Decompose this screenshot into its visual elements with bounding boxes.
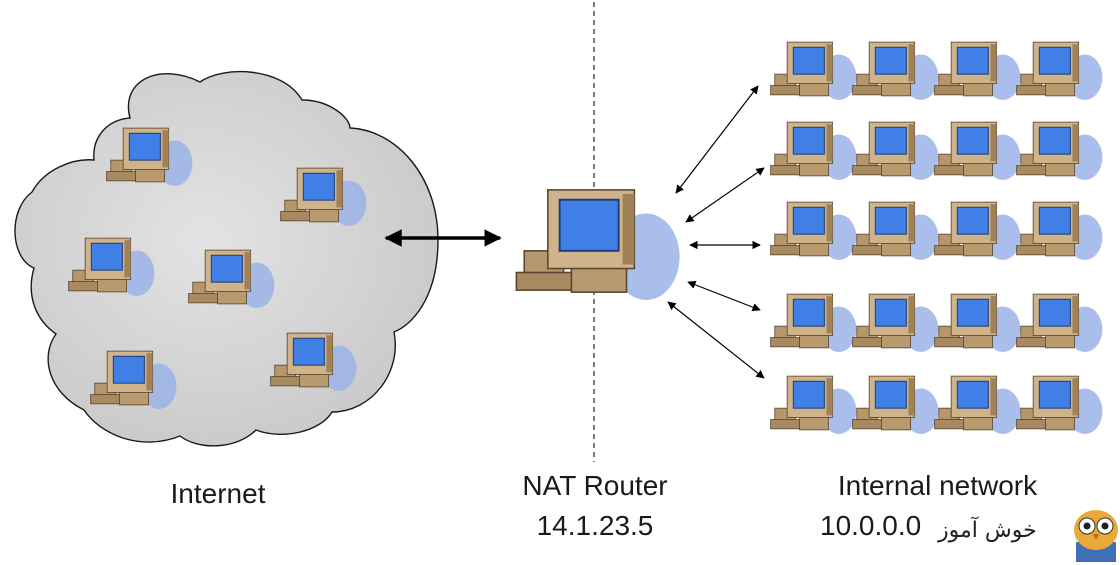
owl-logo-icon — [1074, 510, 1118, 562]
internal-computer-icon — [852, 121, 939, 180]
nat-router-computer-icon — [515, 188, 681, 300]
router-label: NAT Router — [522, 470, 668, 501]
internal-computer-icon — [852, 201, 939, 260]
internal-computer-icon — [770, 293, 857, 352]
internal-computer-icon — [934, 121, 1021, 180]
internal-computer-icon — [1016, 375, 1103, 434]
internal-computer-icon — [934, 293, 1021, 352]
watermark: خوش آموز — [930, 496, 1120, 565]
internal-computer-icon — [1016, 201, 1103, 260]
internal-computer-icon — [1016, 293, 1103, 352]
internal-computer-icon — [1016, 41, 1103, 100]
internal-computer-icon — [770, 201, 857, 260]
internal-computer-icon — [1016, 121, 1103, 180]
internal-computer-icon — [770, 41, 857, 100]
internal-computer-icon — [934, 41, 1021, 100]
internet-label: Internet — [170, 478, 266, 509]
internal-computer-icon — [934, 375, 1021, 434]
internal-computer-icon — [770, 121, 857, 180]
fan-arrows — [667, 85, 765, 379]
watermark-text: خوش آموز — [938, 518, 1037, 543]
internal-computer-icon — [852, 293, 939, 352]
internal-network-grid — [770, 41, 1103, 434]
internal-computer-icon — [852, 375, 939, 434]
internal-computer-icon — [852, 41, 939, 100]
router-ip-label: 14.1.23.5 — [536, 510, 654, 541]
internal-network-label: Internal network — [837, 470, 1038, 501]
internal-computer-icon — [770, 375, 857, 434]
internal-ip-label: 10.0.0.0 — [820, 510, 922, 541]
internal-computer-icon — [934, 201, 1021, 260]
